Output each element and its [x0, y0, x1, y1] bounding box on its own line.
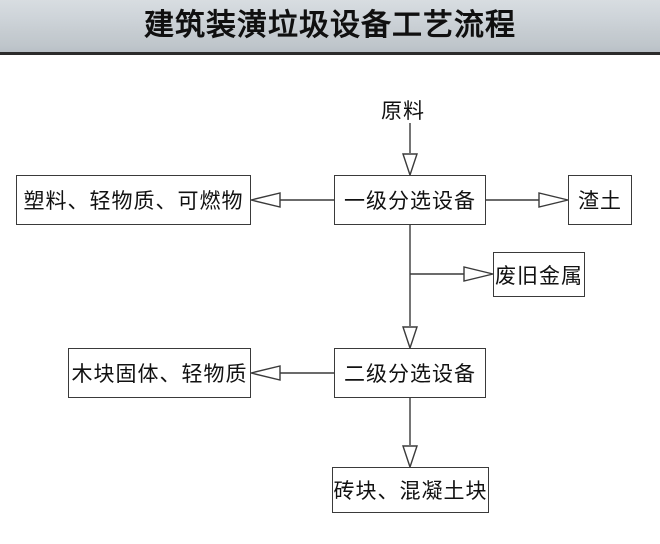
page-title: 建筑装潢垃圾设备工艺流程 — [144, 8, 516, 43]
node-secondary-sorting-equipment[interactable]: 二级分选设备 — [334, 348, 486, 398]
edge-secondary-to-wood — [250, 365, 334, 381]
node-wood-solids-light-material[interactable]: 木块固体、轻物质 — [68, 348, 251, 398]
flowchart-canvas: 原料 一级分选设备 塑料、轻物质、可燃物 渣土 废旧金属 二级分选设备 木块固体… — [0, 55, 660, 544]
node-scrap-metal[interactable]: 废旧金属 — [493, 252, 585, 297]
edge-rawmaterial-to-primary — [402, 123, 418, 178]
edge-primary-to-scrapmetal — [410, 266, 494, 282]
edge-secondary-to-bricks — [402, 398, 418, 470]
edge-primary-to-slag — [486, 192, 569, 208]
node-raw-material: 原料 — [381, 99, 425, 123]
node-primary-sorting-equipment[interactable]: 一级分选设备 — [334, 175, 486, 225]
title-bar: 建筑装潢垃圾设备工艺流程 — [0, 0, 660, 55]
node-slag-soil[interactable]: 渣土 — [568, 175, 632, 225]
edge-primary-to-plastics — [250, 192, 334, 208]
node-bricks-concrete-blocks[interactable]: 砖块、混凝土块 — [332, 467, 489, 513]
flowchart-connectors — [250, 123, 569, 470]
edge-primary-to-secondary — [402, 225, 418, 351]
node-plastics-light-combustible[interactable]: 塑料、轻物质、可燃物 — [16, 175, 251, 225]
